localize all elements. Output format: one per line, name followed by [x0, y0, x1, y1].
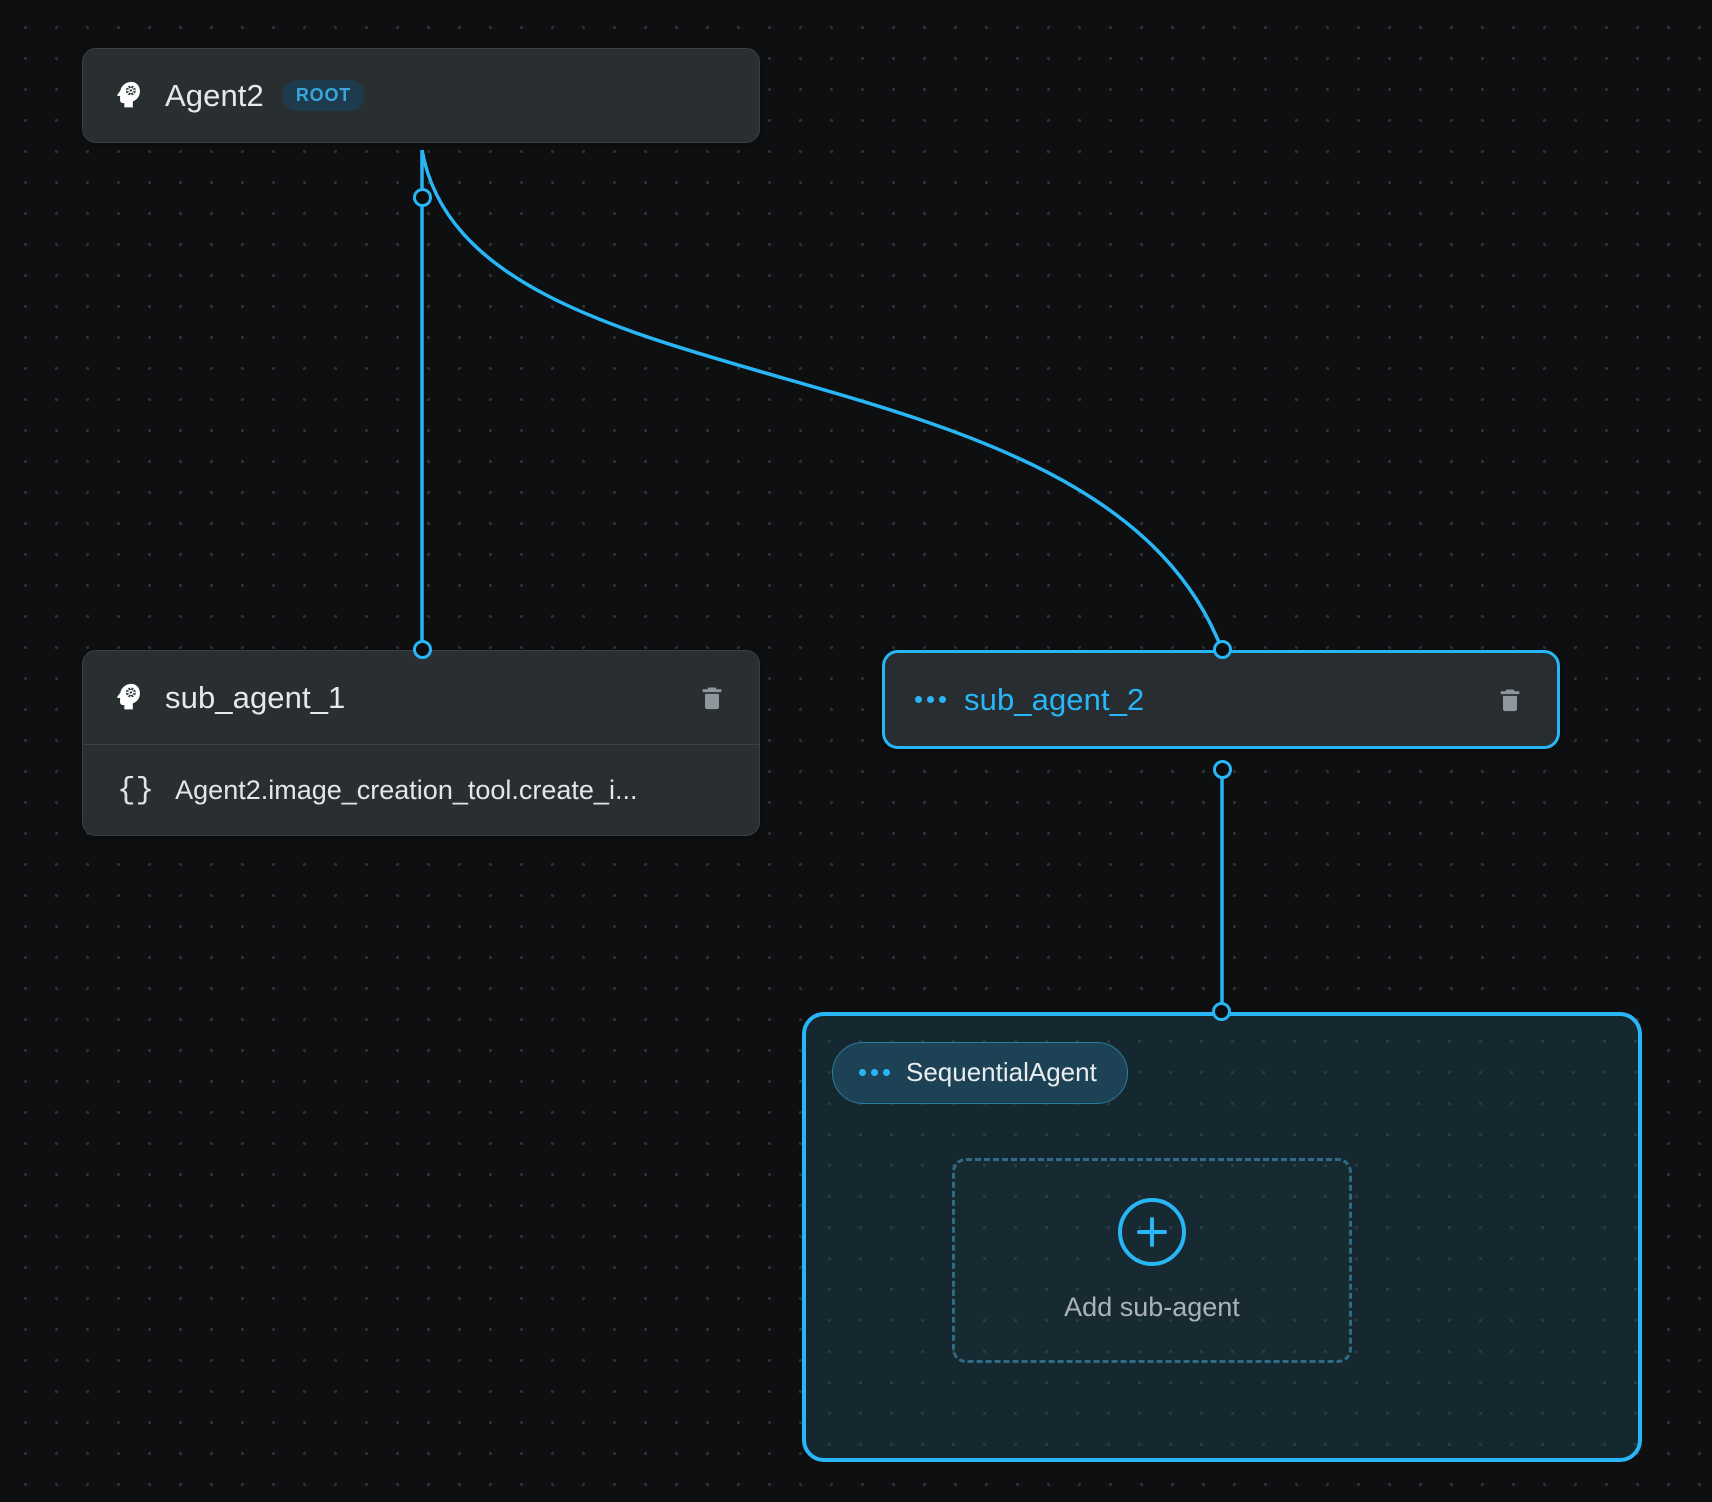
agent-node-sub-agent-1[interactable]: sub_agent_1 { } Agent2.image_creation_to… — [82, 640, 760, 836]
agent-card-header: Agent2 ROOT — [83, 49, 759, 142]
tool-label: Agent2.image_creation_tool.create_i... — [175, 774, 638, 805]
plus-circle-icon[interactable] — [1118, 1198, 1186, 1266]
delete-agent-button[interactable] — [1487, 677, 1533, 723]
dots-horizontal-icon — [915, 696, 946, 703]
target-handle-sub-agent-1[interactable] — [413, 640, 432, 659]
trash-icon — [1500, 689, 1520, 711]
agent-card[interactable]: sub_agent_1 { } Agent2.image_creation_to… — [82, 650, 760, 836]
psychology-head-gear-icon — [117, 81, 140, 107]
psychology-head-gear-icon — [117, 683, 140, 709]
target-handle-sequential-agent[interactable] — [1212, 1002, 1231, 1021]
dots-horizontal-icon — [859, 1069, 890, 1076]
agent-title: sub_agent_2 — [964, 681, 1145, 717]
source-handle-sub-agent-2[interactable] — [1213, 760, 1232, 779]
braces-icon: { } — [117, 772, 154, 808]
card-divider — [83, 744, 759, 745]
agent-card[interactable]: Agent2 ROOT — [82, 48, 760, 143]
agent-card[interactable]: sub_agent_2 — [882, 650, 1560, 749]
status-badge-root: ROOT — [281, 80, 366, 111]
group-badge[interactable]: SequentialAgent — [832, 1042, 1128, 1104]
agent-node-sub-agent-2[interactable]: sub_agent_2 — [882, 640, 1560, 779]
agent-title: sub_agent_1 — [165, 679, 346, 715]
source-handle-agent2[interactable] — [413, 188, 432, 207]
agent-card-header: sub_agent_1 — [83, 651, 759, 744]
target-handle-sub-agent-2[interactable] — [1213, 640, 1232, 659]
add-sub-agent-label: Add sub-agent — [1064, 1292, 1240, 1322]
agent-title: Agent2 — [165, 77, 264, 113]
add-sub-agent-dropzone[interactable]: Add sub-agent — [952, 1158, 1352, 1363]
edge-agent2-to-sub-agent-2 — [420, 149, 1224, 651]
tool-row[interactable]: { } Agent2.image_creation_tool.create_i.… — [83, 745, 759, 835]
group-badge-label: SequentialAgent — [906, 1057, 1097, 1087]
delete-agent-button[interactable] — [689, 675, 735, 721]
trash-icon — [702, 687, 722, 709]
workflow-group-sequential-agent[interactable]: SequentialAgent Add sub-agent — [802, 1012, 1642, 1462]
agent-node-agent2[interactable]: Agent2 ROOT — [82, 48, 760, 207]
agent-card-header: sub_agent_2 — [885, 653, 1557, 746]
